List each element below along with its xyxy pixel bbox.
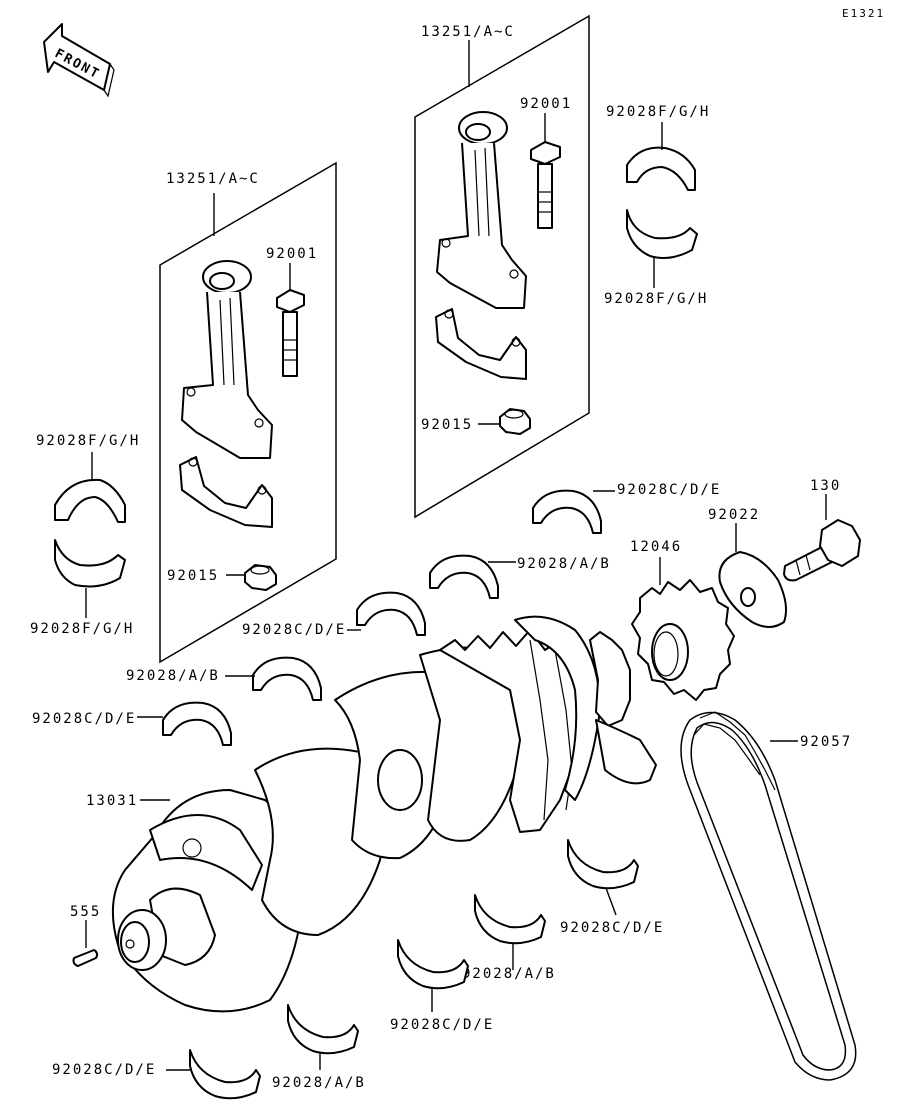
main-bearing-cde-right-bottom	[567, 839, 639, 916]
label-bearing-ab-3: 92028/A/B	[462, 966, 556, 982]
label-conrod-left: 13251/A~C	[166, 171, 260, 187]
label-bearing-cde-2: 92028C/D/E	[242, 622, 346, 638]
label-nut-right: 92015	[421, 417, 473, 433]
label-bolt-130: 130	[810, 478, 841, 494]
label-pin: 555	[70, 904, 101, 920]
label-bearing-cde-6: 92028C/D/E	[52, 1062, 156, 1078]
label-bearing-cde-1: 92028C/D/E	[617, 482, 721, 498]
label-bearing-cde-4: 92028C/D/E	[560, 920, 664, 936]
label-bearing-cde-5: 92028C/D/E	[390, 1017, 494, 1033]
label-sprocket: 12046	[630, 539, 682, 555]
front-arrow-icon: FRONT	[43, 23, 115, 98]
main-bearing-cde-mid	[347, 591, 426, 636]
bearing-fgh-right	[626, 122, 698, 288]
conrod-bolt-left	[276, 263, 305, 377]
crank-bolt	[783, 494, 861, 582]
label-bearing-fgh-left-lower: 92028F/G/H	[30, 621, 134, 637]
crank-end-sprocket	[117, 909, 167, 971]
main-bearing-ab-mid	[225, 656, 322, 701]
conrod-bolt-right	[530, 113, 561, 229]
crankshaft	[111, 615, 657, 1013]
label-crankshaft: 13031	[86, 793, 138, 809]
connecting-rod-left	[181, 260, 273, 459]
conrod-cap-right	[435, 308, 527, 380]
label-conrod-right: 13251/A~C	[421, 24, 515, 40]
main-bearing-ab-upper	[429, 554, 516, 599]
bearing-fgh-left	[54, 452, 126, 618]
label-bearing-fgh-right-lower: 92028F/G/H	[604, 291, 708, 307]
label-bearing-fgh-right-upper: 92028F/G/H	[606, 104, 710, 120]
label-chain: 92057	[800, 734, 852, 750]
main-bearing-cde-top	[532, 489, 615, 534]
conrod-cap-left	[179, 456, 273, 528]
label-bearing-ab-1: 92028/A/B	[517, 556, 611, 572]
main-bearing-ab-bottom-1	[474, 894, 546, 970]
timing-sprocket	[631, 557, 735, 701]
conrod-nut-left	[226, 564, 277, 591]
label-bearing-ab-2: 92028/A/B	[126, 668, 220, 684]
diagram-code: E1321	[842, 7, 885, 20]
label-bearing-ab-4: 92028/A/B	[272, 1075, 366, 1091]
main-bearing-cde-low	[137, 701, 232, 746]
label-washer: 92022	[708, 507, 760, 523]
conrod-assembly-right: 13251/A~C 92001 920	[414, 14, 590, 519]
label-nut-left: 92015	[167, 568, 219, 584]
label-bolt-right: 92001	[520, 96, 572, 112]
cam-chain	[680, 711, 857, 1081]
washer	[718, 523, 787, 628]
conrod-nut-right	[478, 408, 531, 435]
label-bearing-fgh-left-upper: 92028F/G/H	[36, 433, 140, 449]
connecting-rod-right	[436, 111, 527, 309]
conrod-assembly-left: 13251/A~C 92001	[159, 161, 337, 664]
main-bearing-ab-bottom-2	[287, 1004, 359, 1070]
main-bearing-cde-bottom	[397, 939, 469, 1012]
main-bearing-cde-bottom-left	[166, 1049, 261, 1100]
dowel-pin	[72, 920, 99, 967]
label-bearing-cde-3: 92028C/D/E	[32, 711, 136, 727]
label-bolt-left: 92001	[266, 246, 318, 262]
